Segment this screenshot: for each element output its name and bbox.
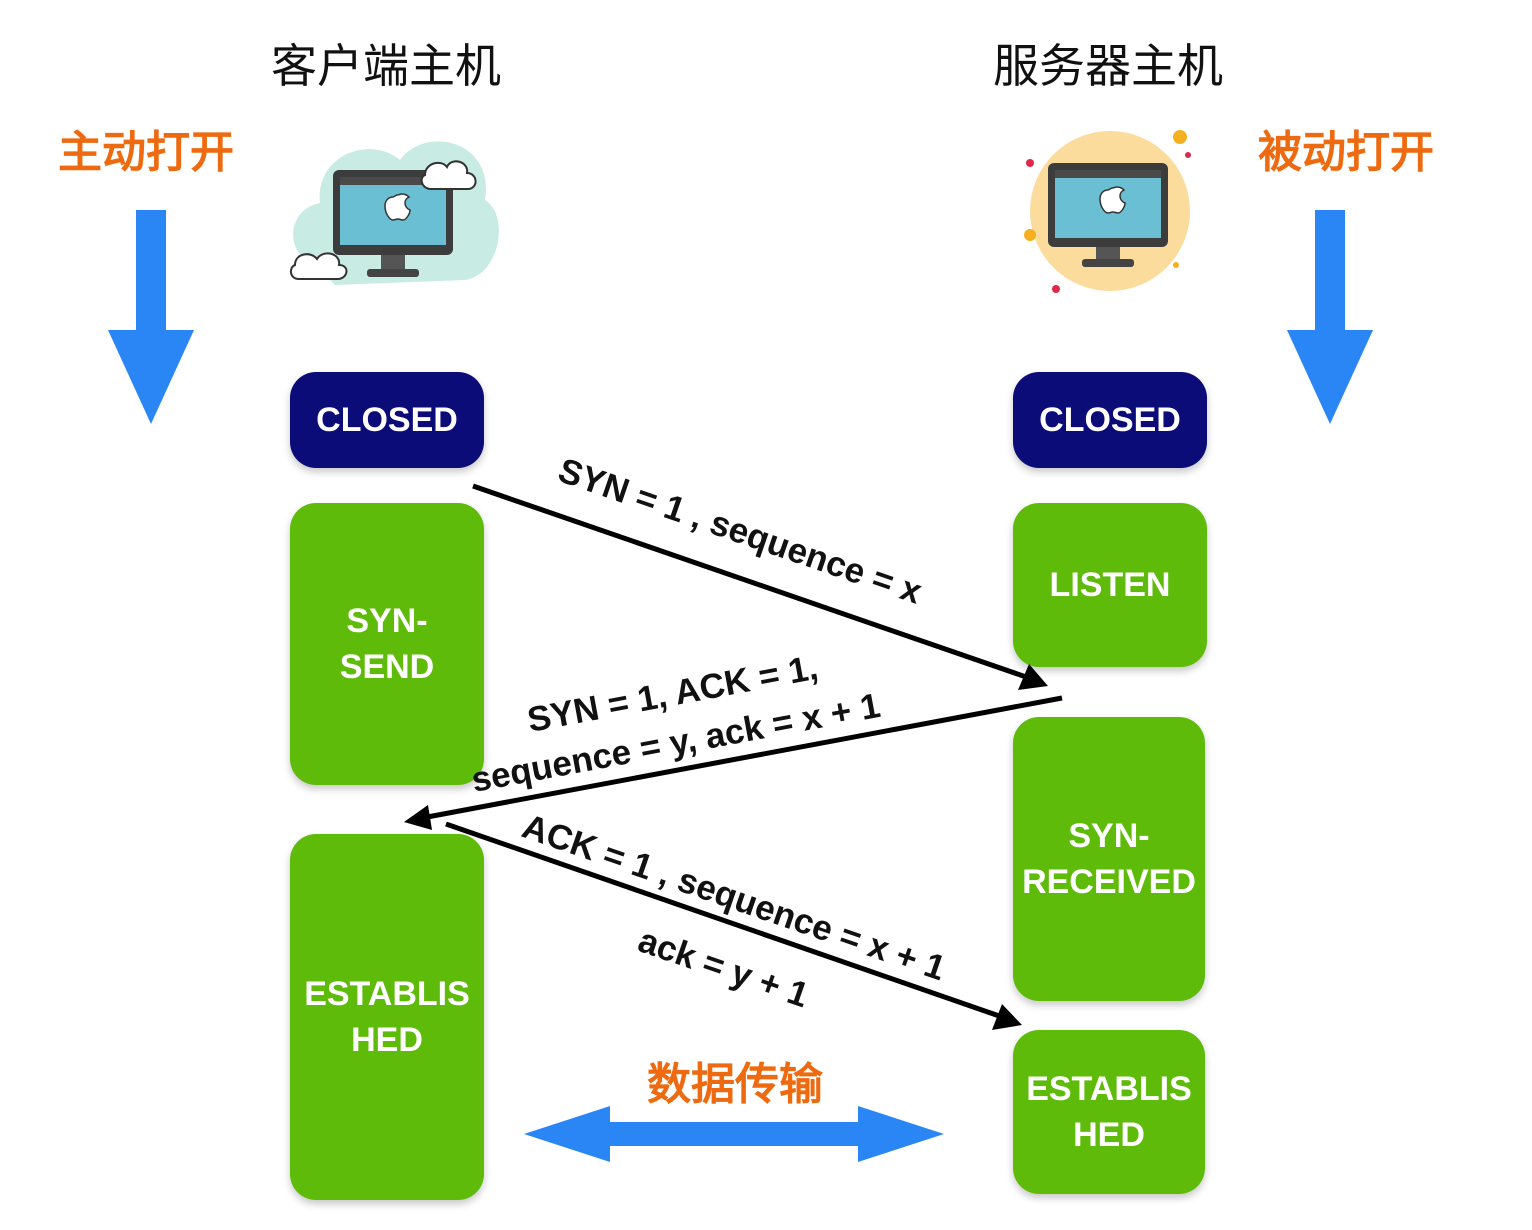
client-down-arrow xyxy=(108,210,194,424)
ack-arrow xyxy=(445,821,1022,1030)
server-state-listen: LISTEN xyxy=(1013,503,1207,667)
active-open-label: 主动打开 xyxy=(58,127,234,178)
syn-ack-arrow xyxy=(404,695,1063,830)
passive-open-label: 被动打开 xyxy=(1258,127,1434,178)
client-host-title: 客户端主机 xyxy=(271,39,501,93)
sun-computer-icon xyxy=(1024,130,1191,293)
server-state-closed: CLOSED xyxy=(1013,372,1207,468)
server-state-syn-received: SYN- RECEIVED xyxy=(1013,717,1205,1001)
client-state-established: ESTABLIS HED xyxy=(290,834,484,1200)
server-down-arrow xyxy=(1287,210,1373,424)
client-state-closed: CLOSED xyxy=(290,372,484,468)
syn-arrow xyxy=(472,483,1048,690)
server-host-title: 服务器主机 xyxy=(993,39,1223,93)
client-state-syn-send: SYN- SEND xyxy=(290,503,484,785)
server-state-established: ESTABLIS HED xyxy=(1013,1030,1205,1194)
cloud-computer-icon xyxy=(289,141,499,285)
data-transfer-arrow xyxy=(524,1106,944,1162)
data-transfer-label: 数据传输 xyxy=(647,1059,823,1110)
